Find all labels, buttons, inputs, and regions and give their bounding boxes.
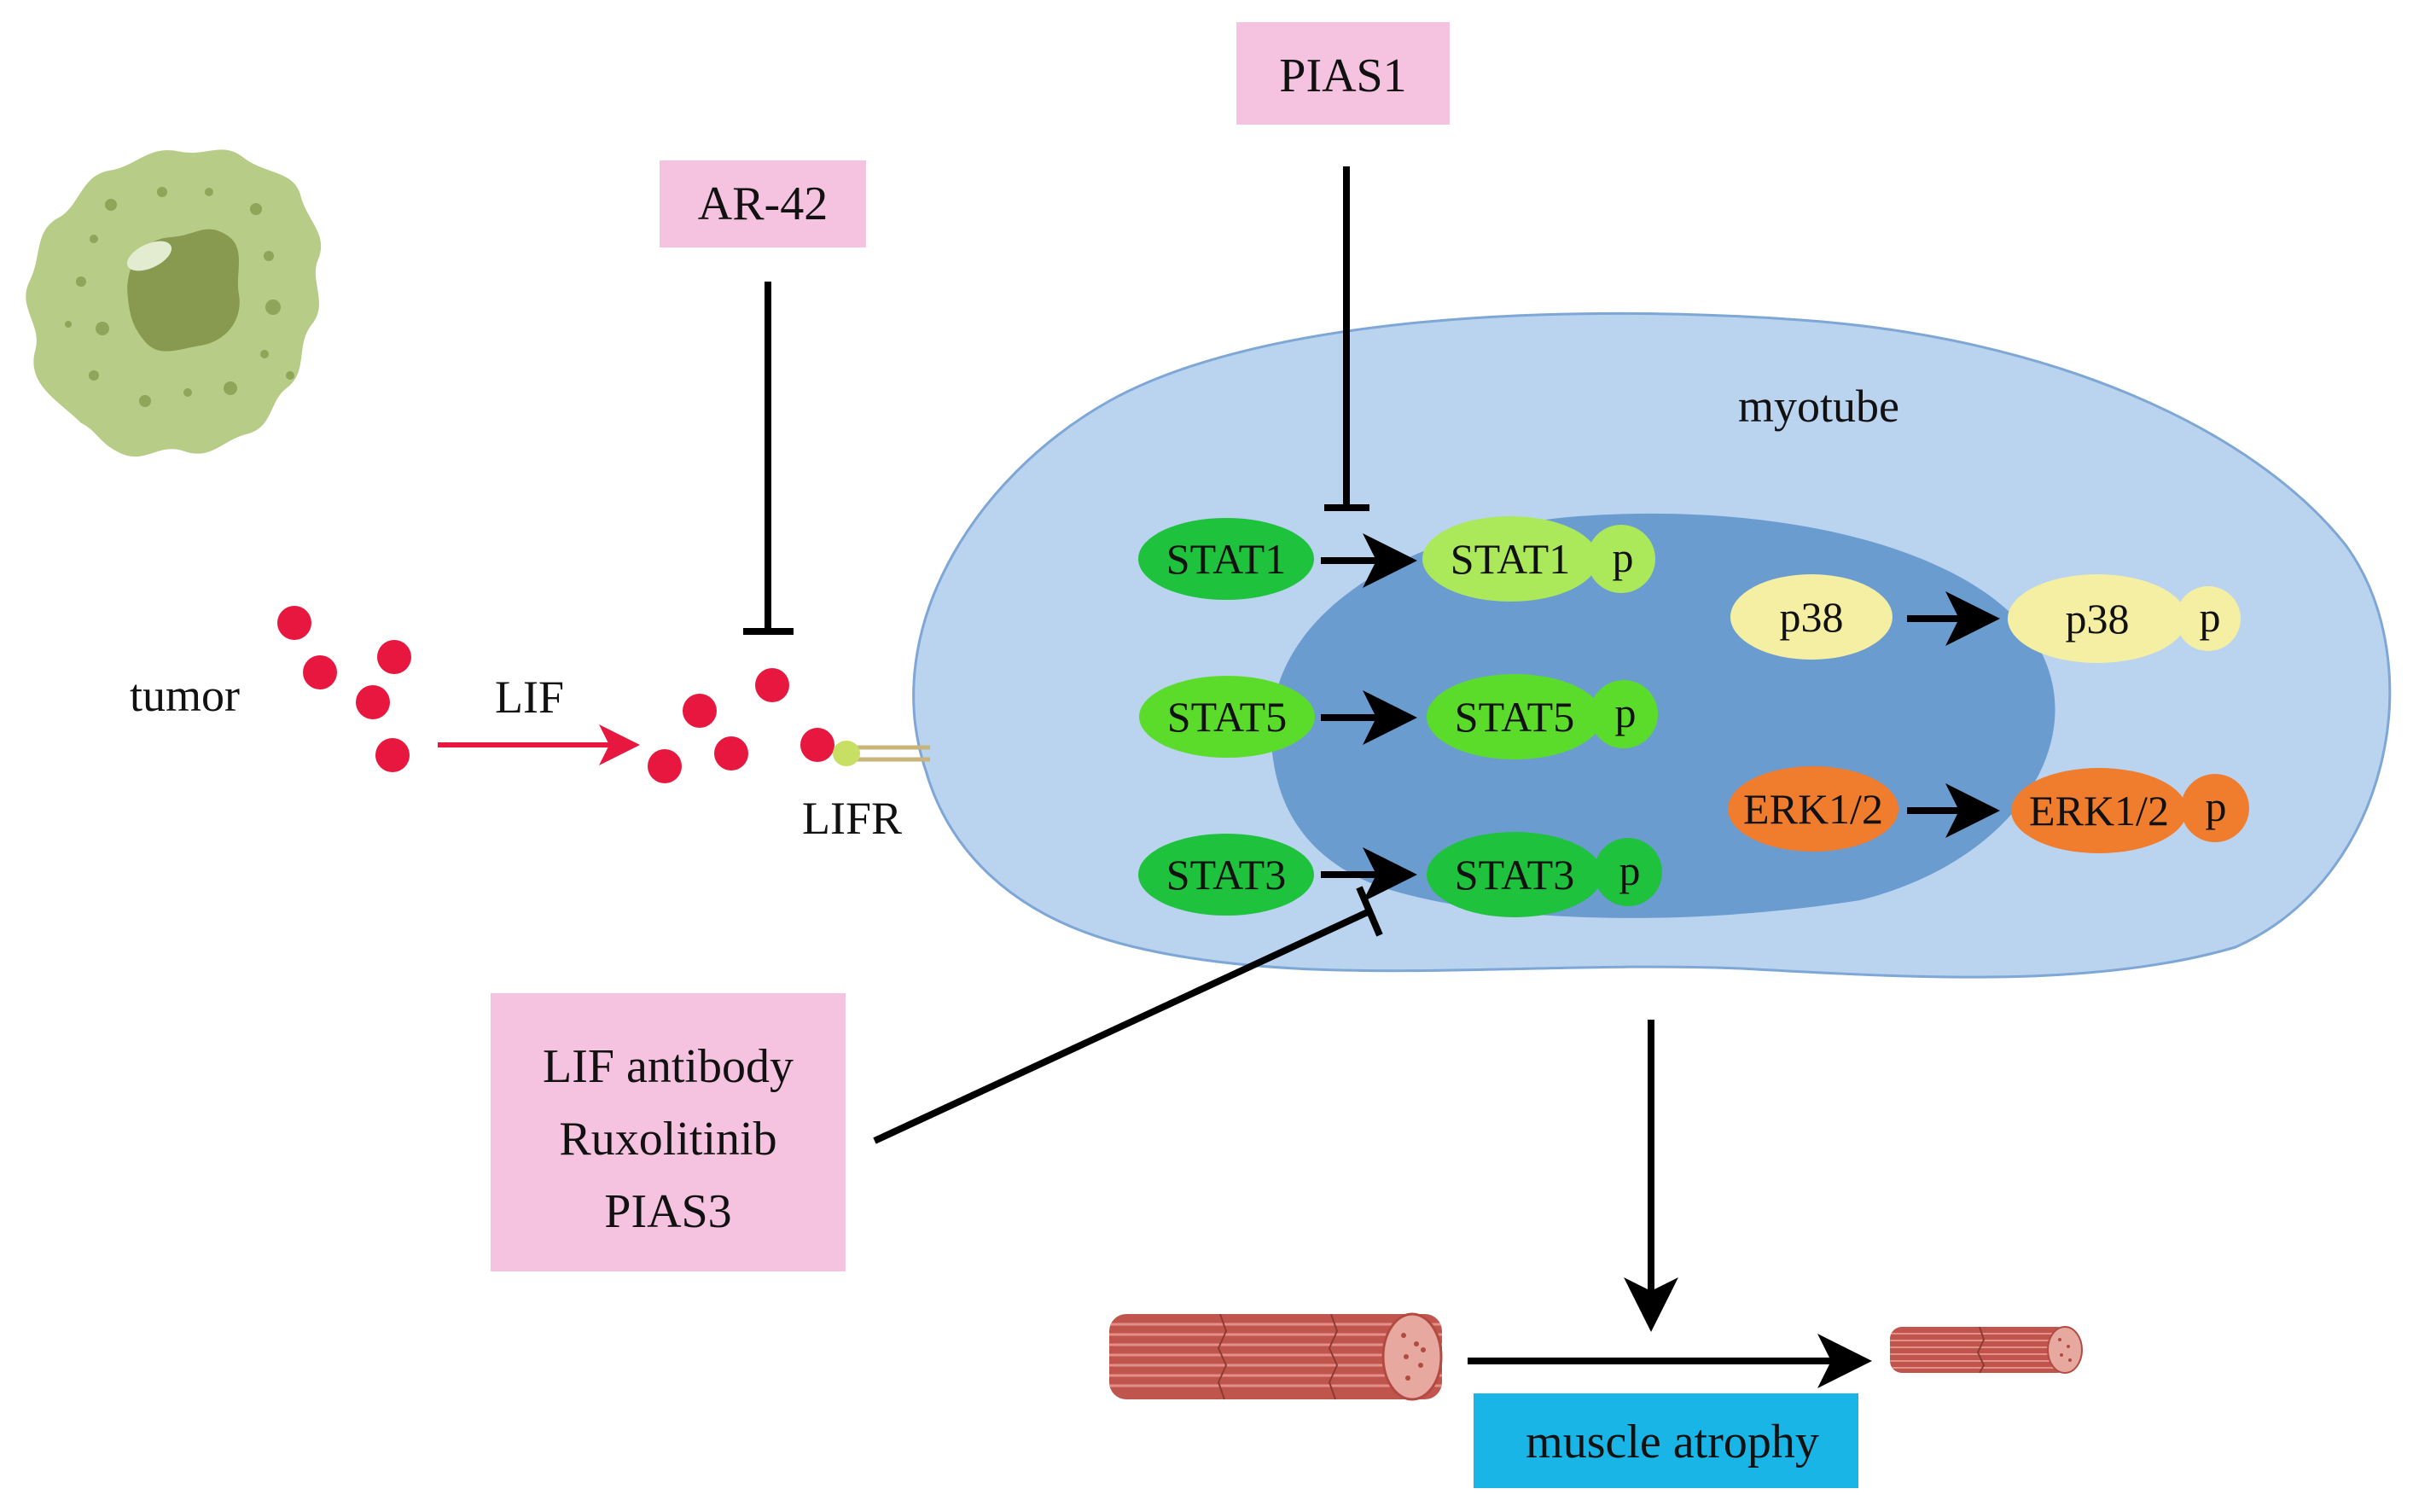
stat5-p-label: p	[1615, 689, 1637, 736]
myotube-label: myotube	[1738, 381, 1899, 432]
stat1-active-label: STAT1	[1451, 535, 1570, 583]
lifr-label: LIFR	[802, 793, 902, 844]
erk-active-label: ERK1/2	[2029, 787, 2169, 835]
p38-node	[1730, 574, 1893, 660]
stat1-p-node	[1587, 525, 1655, 593]
ar42-box	[660, 160, 866, 247]
pias1-label: PIAS1	[1279, 49, 1406, 102]
muscle-atrophy-label: muscle atrophy	[1526, 1416, 1819, 1468]
stat5-label: STAT5	[1167, 693, 1287, 741]
stat3-p-node	[1594, 838, 1662, 906]
p38-p-node	[2176, 586, 2241, 651]
stat1-label: STAT1	[1166, 535, 1286, 583]
lif-dots-source	[277, 606, 411, 772]
lif-label: LIF	[495, 672, 564, 723]
tumor-nucleus-highlight	[126, 241, 172, 271]
muscle-fiber-large	[1109, 1312, 1443, 1401]
p38-active-label: p38	[2066, 595, 2130, 643]
muscle-fiber-small	[1890, 1326, 2083, 1374]
stat5-active-node	[1427, 674, 1602, 759]
stat5-node	[1139, 676, 1315, 758]
tumor-cell	[26, 149, 322, 457]
stat3-label: STAT3	[1166, 851, 1286, 898]
muscle-atrophy-box	[1474, 1393, 1858, 1488]
erk-node	[1728, 766, 1898, 852]
stat3-node	[1138, 834, 1314, 916]
stat5-active-label: STAT5	[1455, 693, 1574, 741]
inhibitor-ruxolitinib: Ruxolitinib	[559, 1113, 776, 1166]
inhibitors-inhibition-bar	[1356, 886, 1383, 937]
p38-label: p38	[1780, 593, 1844, 641]
stat1-p-label: p	[1613, 533, 1634, 581]
tumor-granules	[65, 187, 294, 407]
stat3-active-node	[1427, 832, 1602, 917]
stat3-p-label: p	[1619, 846, 1641, 894]
stat1-active-node	[1422, 516, 1598, 602]
tumor-label: tumor	[130, 670, 240, 721]
ar42-label: AR-42	[698, 177, 828, 230]
inhibitor-lif-antibody: LIF antibody	[543, 1040, 794, 1093]
inhibitor-pias3: PIAS3	[604, 1185, 731, 1238]
inhibitors-box	[491, 993, 846, 1271]
inhibitors-inhibition-line	[873, 908, 1371, 1144]
stat3-active-label: STAT3	[1455, 851, 1574, 898]
stat1-node	[1138, 518, 1314, 600]
p38-active-node	[2008, 574, 2187, 663]
erk-active-node	[2011, 768, 2187, 853]
erk-label: ERK1/2	[1743, 785, 1883, 833]
stat5-p-node	[1590, 680, 1658, 748]
erk-p-label: p	[2206, 782, 2227, 830]
pias1-box	[1236, 22, 1450, 125]
lifr-receptor	[833, 741, 930, 766]
erk-p-node	[2181, 774, 2249, 842]
lif-dots-target	[648, 668, 834, 783]
p38-p-label: p	[2200, 593, 2221, 641]
